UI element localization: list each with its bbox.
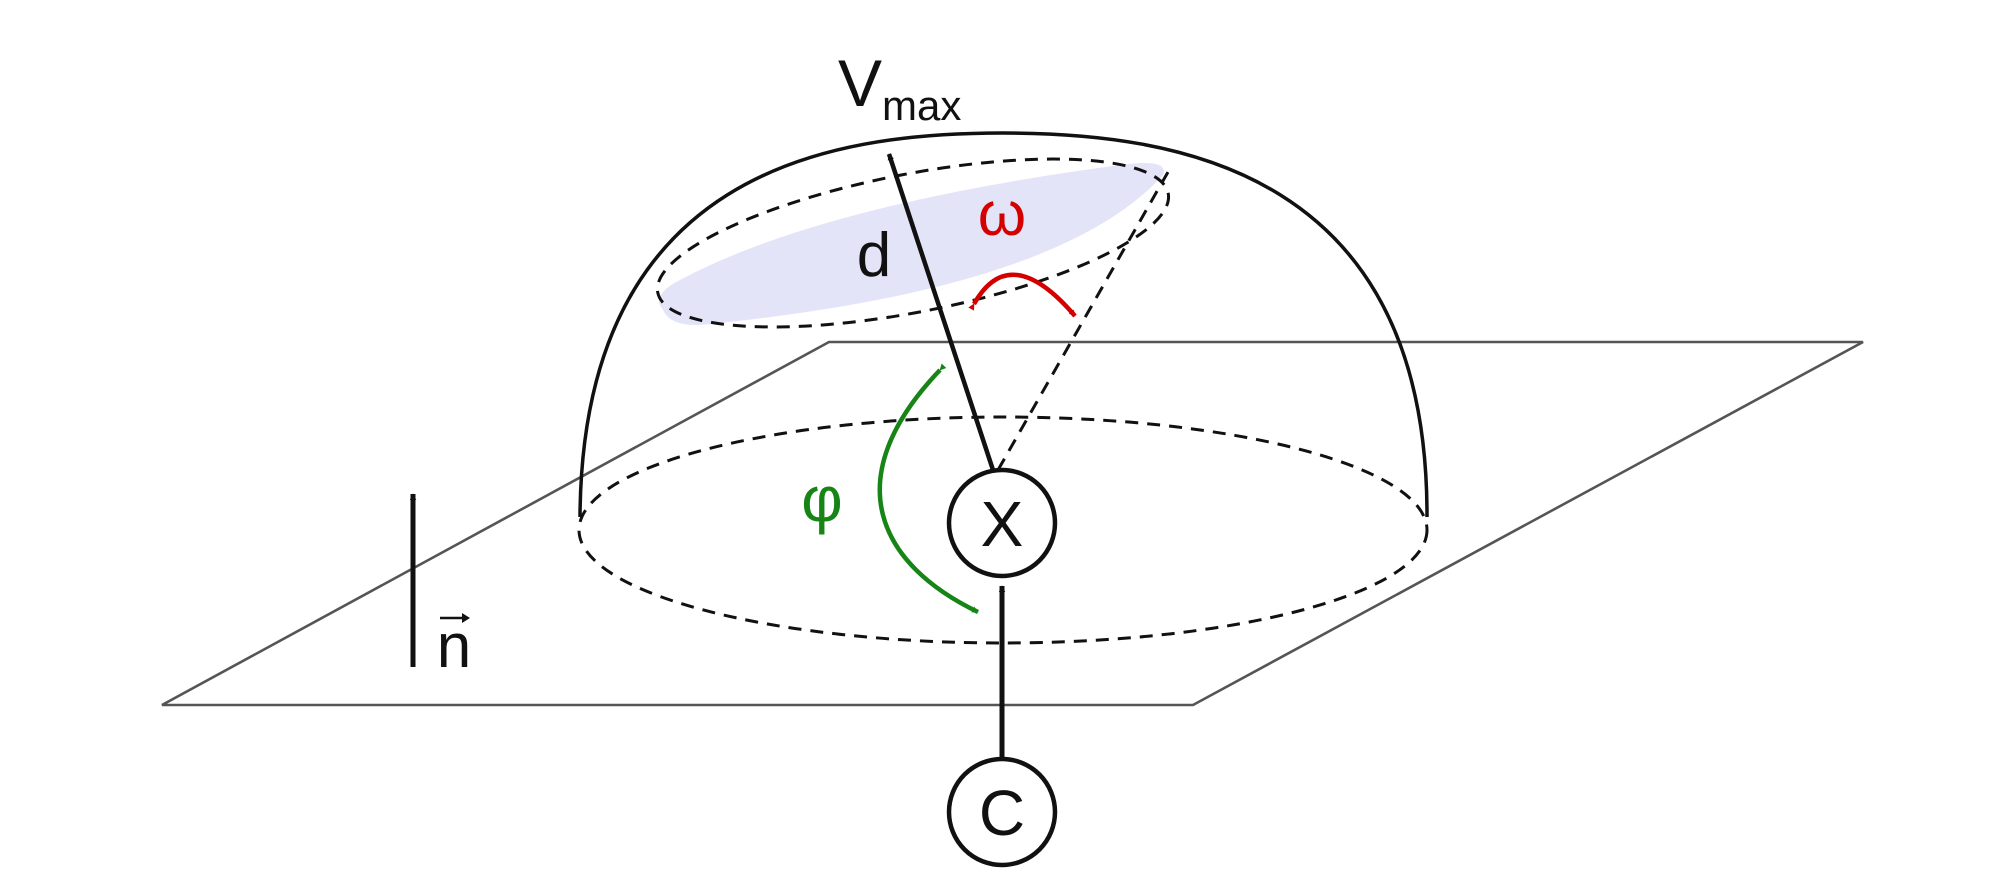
vmax-label: Vmax xyxy=(838,46,961,129)
omega-arc xyxy=(968,272,1077,318)
c-node-circle xyxy=(946,756,1058,868)
phi-label: φ xyxy=(801,463,843,535)
vmax-subscript: max xyxy=(882,82,961,129)
vmax-main: V xyxy=(838,46,882,120)
cap-ellipse xyxy=(655,157,1171,329)
base-ellipse xyxy=(577,415,1429,645)
phi-arc xyxy=(877,363,979,615)
omega-label: ω xyxy=(978,180,1026,249)
right-arrow-icon xyxy=(440,613,470,623)
normal-label: n xyxy=(437,612,471,681)
hemisphere-outline xyxy=(578,131,1429,518)
cap-fill xyxy=(659,162,1164,326)
c-node-label: C xyxy=(979,777,1025,849)
x-node-label: X xyxy=(981,488,1024,560)
d-label: d xyxy=(857,221,891,290)
x-node-circle xyxy=(946,467,1058,579)
ground-plane xyxy=(161,340,1864,707)
